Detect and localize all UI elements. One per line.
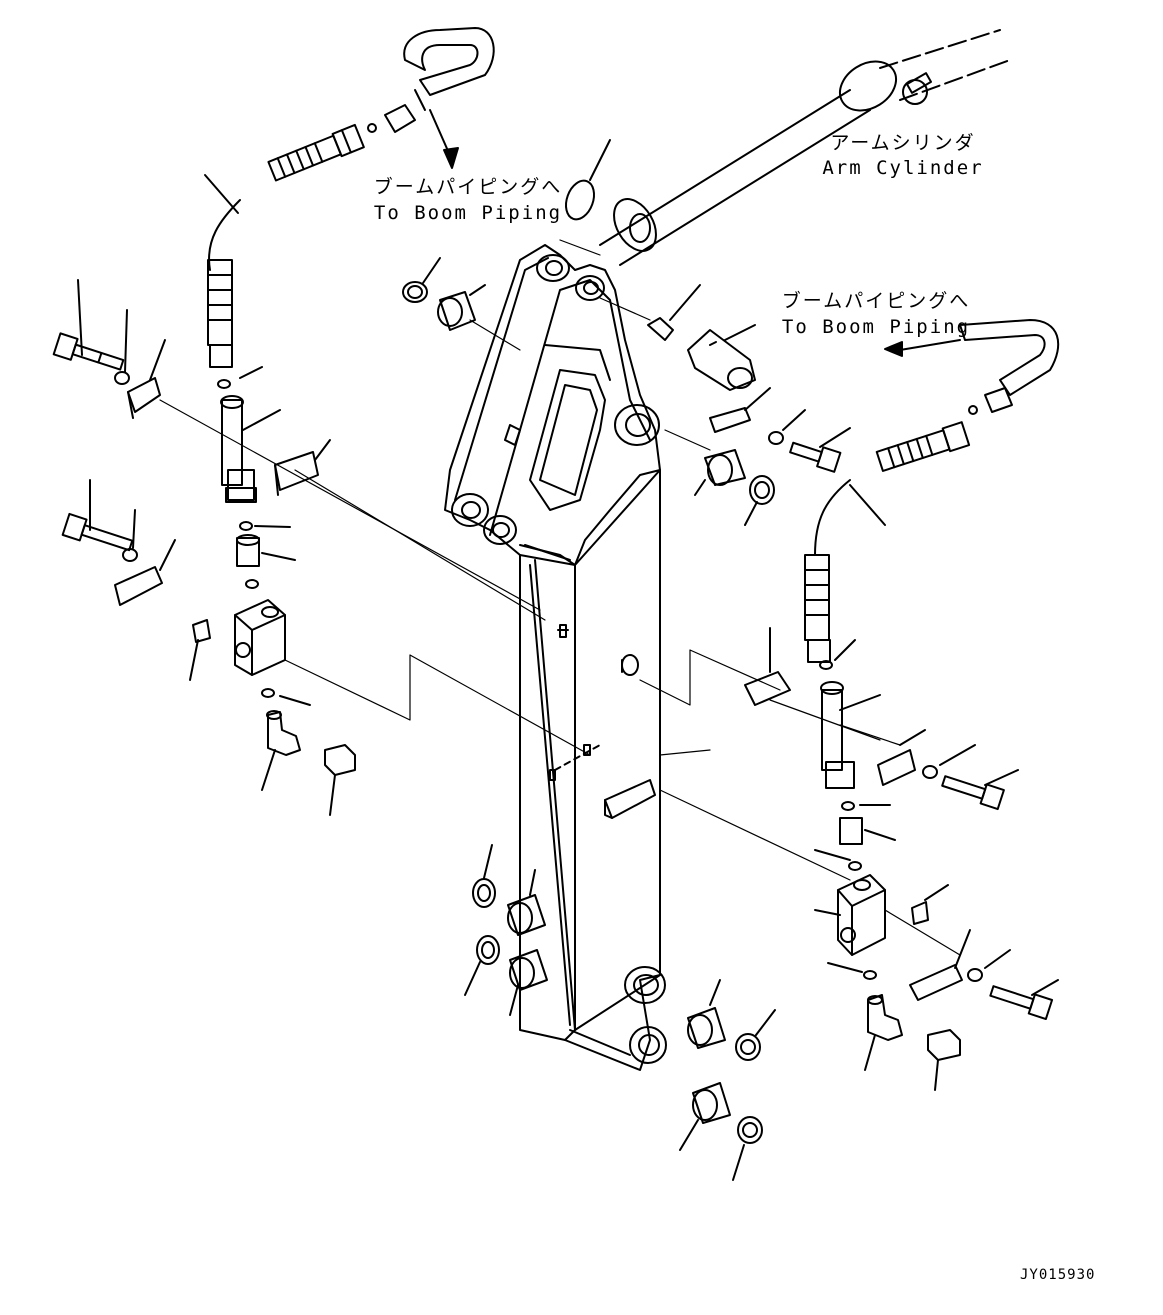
label-boom-piping-top-en: To Boom Piping bbox=[373, 202, 563, 224]
top-left-pipe bbox=[368, 28, 610, 330]
drawing-code: JY015930 bbox=[1020, 1267, 1096, 1283]
left-hose bbox=[190, 125, 364, 815]
label-boom-piping-right-jp: ブームパイピングへ bbox=[781, 290, 971, 312]
leader-lines bbox=[160, 240, 960, 955]
label-boom-piping-top-jp: ブームパイピングへ bbox=[373, 176, 563, 198]
left-bolts bbox=[54, 280, 330, 705]
arm-body bbox=[445, 245, 666, 1070]
right-parts bbox=[648, 285, 1058, 1090]
arm-cylinder bbox=[600, 30, 1010, 265]
bottom-bushings bbox=[465, 845, 775, 1180]
label-boom-piping-right-en: To Boom Piping bbox=[781, 316, 971, 338]
label-arm-cylinder-en: Arm Cylinder bbox=[822, 157, 984, 179]
label-arm-cylinder-jp: アームシリンダ bbox=[830, 132, 976, 154]
